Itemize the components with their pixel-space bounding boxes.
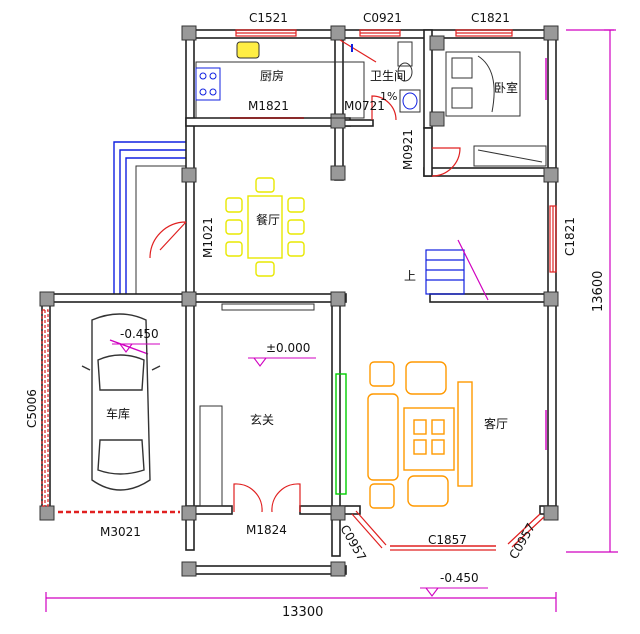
windows (41, 29, 557, 551)
window-label-c5006: C5006 (25, 389, 39, 428)
walls (41, 29, 557, 575)
window-label-c1521: C1521 (249, 11, 288, 25)
dimension-depth: 13600 (591, 271, 606, 312)
car (81, 313, 161, 491)
labels: C1521 C0921 C1821 厨房 M1821 卫生间 1% M0721 … (25, 11, 606, 620)
columns (39, 25, 559, 577)
level-outside: -0.450 (440, 571, 479, 585)
door-label-m1021: M1021 (201, 217, 215, 258)
window-label-c1821-top: C1821 (471, 11, 510, 25)
door-label-m0721: M0721 (344, 99, 385, 113)
level-markers (112, 343, 488, 597)
room-bathroom: 卫生间 (370, 69, 406, 83)
level-main: ±0.000 (266, 341, 310, 355)
door-label-m0921: M0921 (401, 129, 415, 170)
staircase (425, 239, 489, 301)
window-label-c0921: C0921 (363, 11, 402, 25)
door-label-m1821: M1821 (248, 99, 289, 113)
kitchen-fixtures (195, 41, 365, 119)
dimension-width: 13300 (282, 605, 323, 620)
room-living: 客厅 (484, 416, 508, 431)
doors (149, 39, 461, 513)
bedroom-furniture (445, 51, 547, 167)
room-garage: 车库 (106, 406, 130, 421)
door-label-m3021: M3021 (100, 525, 141, 539)
living-sofa-set (367, 361, 473, 509)
room-bedroom: 卧室 (494, 80, 518, 95)
window-marks (109, 58, 547, 450)
dimension-lines (45, 29, 618, 612)
room-dining: 餐厅 (256, 212, 280, 227)
window-label-c1821-right: C1821 (563, 217, 577, 256)
drain-pipes (113, 141, 191, 297)
bathroom-fixtures (351, 41, 421, 113)
room-foyer: 玄关 (250, 412, 274, 427)
door-label-m1824: M1824 (246, 523, 287, 537)
floor-slope: 1% (380, 90, 397, 103)
foyer-features (221, 303, 347, 495)
window-label-c1857: C1857 (428, 533, 467, 547)
level-garage: -0.450 (120, 327, 159, 341)
stair-up-label: 上 (404, 269, 416, 283)
dining-set (225, 177, 305, 277)
room-kitchen: 厨房 (260, 68, 284, 83)
